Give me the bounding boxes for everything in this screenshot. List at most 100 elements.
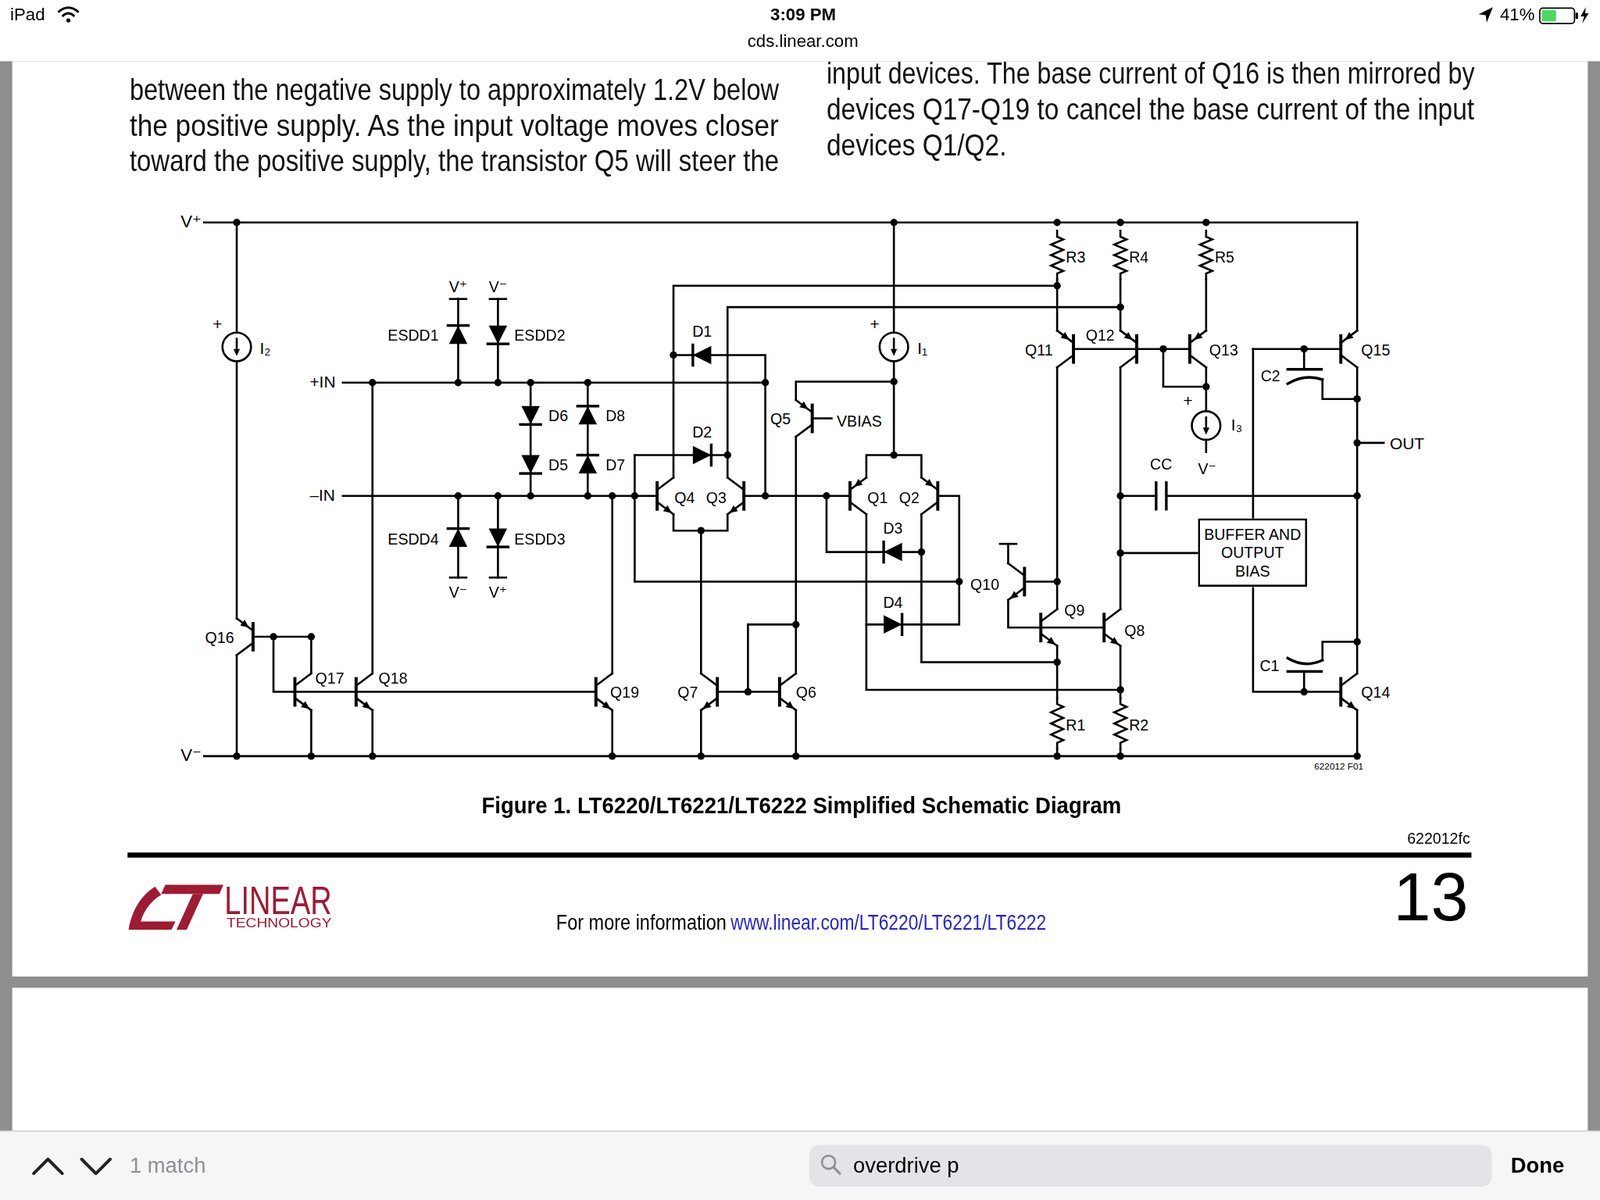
logo-text: TECHNOLOGY — [226, 917, 333, 932]
junction-dot — [724, 451, 732, 459]
wire — [673, 285, 1058, 479]
page-sheet — [12, 60, 1589, 977]
wire — [866, 514, 1121, 690]
source-label: I₂ — [258, 339, 272, 359]
diode-symbol — [447, 528, 468, 548]
body-text: toward the positive supply, the transist… — [129, 143, 779, 179]
junction-dot — [1053, 752, 1061, 760]
junction-dot — [697, 526, 705, 534]
logo-shape — [176, 893, 204, 930]
junction-dot — [1202, 218, 1210, 226]
diode-bar — [447, 324, 468, 327]
transistor-symbol — [236, 618, 254, 656]
footer-text: For more information — [556, 910, 727, 936]
polarity-mark: + — [868, 315, 881, 335]
capacitor-plate — [1287, 377, 1322, 384]
wire — [586, 382, 590, 497]
transistor-bar — [354, 678, 358, 706]
page-number: 13 — [1393, 859, 1469, 937]
junction-dot — [1116, 685, 1124, 693]
junction-dot — [454, 492, 462, 500]
junction-dot — [1053, 282, 1061, 290]
transistor-lead — [1189, 330, 1207, 343]
wire — [700, 710, 703, 757]
transistor-lead — [779, 673, 797, 686]
wire — [273, 636, 597, 693]
current-source-circle — [879, 332, 909, 362]
status-time: 3:09 PM — [770, 5, 836, 26]
battery-percent: 41% — [1500, 5, 1535, 26]
transistor-lead — [657, 502, 674, 515]
pin-label: OUT — [1389, 434, 1426, 454]
transistor-lead — [1189, 355, 1207, 368]
resistor-symbol — [1114, 697, 1127, 749]
match-count: 1 match — [129, 1153, 207, 1179]
part-label: ESDD1 — [386, 325, 440, 344]
wire — [1120, 494, 1157, 497]
transistor-symbol — [727, 477, 744, 515]
junction-dot — [1353, 752, 1361, 760]
supply-label: V⁺ — [447, 277, 468, 296]
wire — [610, 710, 614, 757]
next-chevron — [81, 1159, 111, 1174]
junction-dot — [822, 492, 830, 500]
diode-triangle — [449, 325, 468, 345]
part-label: Q7 — [676, 682, 700, 701]
wire — [1205, 439, 1208, 453]
junction-dot — [1353, 439, 1361, 447]
transistor-lead — [921, 502, 938, 515]
toolbar-border — [0, 1130, 1600, 1132]
transistor-symbol — [921, 477, 938, 515]
footer-link: www.linear.com/LT6220/LT6221/LT6222 — [730, 910, 1047, 936]
part-label: ESDD3 — [513, 530, 567, 549]
diode-symbol — [487, 528, 508, 548]
diode-bar — [487, 545, 508, 548]
wire — [1356, 710, 1359, 757]
supply-label: V⁺ — [487, 582, 508, 601]
wire — [235, 360, 239, 618]
wire — [673, 355, 766, 383]
search-field — [809, 1144, 1493, 1187]
transistor-lead — [1007, 563, 1025, 576]
junction-dot — [1053, 658, 1061, 666]
junction-dot — [792, 621, 800, 629]
wire — [1120, 552, 1198, 555]
junction-dot — [1053, 578, 1061, 586]
diode-symbol — [520, 455, 541, 475]
junction-dot — [1116, 752, 1124, 760]
arrow-head — [785, 700, 795, 709]
part-label: Q3 — [705, 488, 729, 507]
wire — [1166, 494, 1358, 497]
junction-dot — [1353, 395, 1361, 403]
wire — [747, 624, 796, 692]
transistor-bar — [594, 678, 598, 706]
diode-symbol — [883, 614, 903, 635]
wire — [1322, 379, 1358, 400]
transistor-symbol — [796, 400, 813, 437]
logo-shape — [160, 884, 224, 894]
arrow-head — [233, 349, 240, 357]
junction-dot — [1202, 382, 1210, 390]
body-text: devices Q1/Q2. — [826, 127, 1007, 163]
junction-dot — [494, 492, 502, 500]
supply-label: V⁻ — [1196, 459, 1218, 478]
transistor-symbol — [1340, 673, 1358, 711]
wire — [1253, 347, 1341, 350]
junction-dot — [669, 351, 677, 359]
diode-triangle — [449, 528, 468, 548]
transistor-lead — [796, 424, 813, 437]
wire — [1322, 642, 1358, 661]
transistor-lead — [727, 477, 744, 490]
junction-dot — [697, 752, 705, 760]
current-source-circle — [1192, 410, 1222, 440]
search-icon — [833, 1167, 840, 1174]
diode-bar — [577, 453, 598, 457]
junction-dot — [1159, 345, 1167, 353]
transistor-bar — [848, 482, 852, 510]
diode-symbol — [883, 542, 903, 563]
transistor-symbol — [1189, 330, 1207, 368]
diode-triangle — [489, 528, 508, 548]
wire — [1163, 349, 1207, 387]
junction-dot — [307, 632, 315, 640]
